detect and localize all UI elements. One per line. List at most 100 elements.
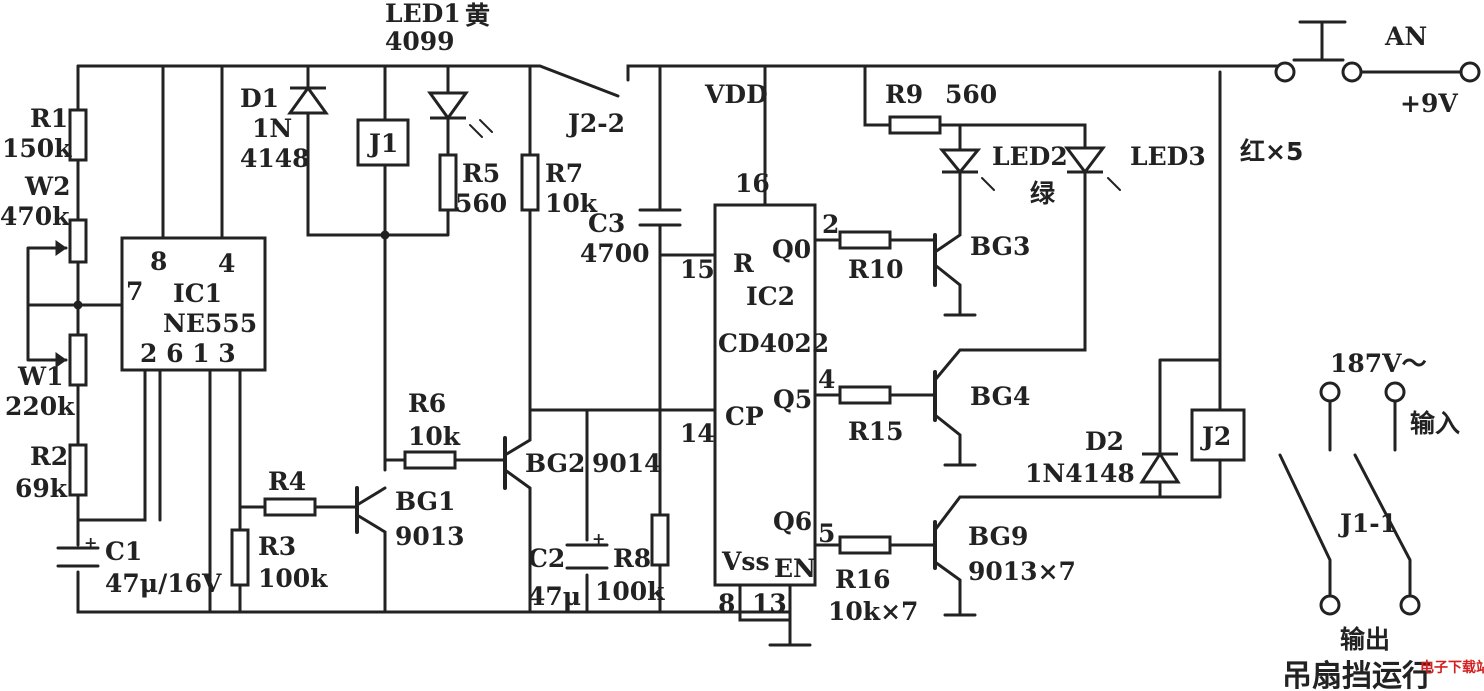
- resistor-r4: [263, 497, 317, 517]
- resistor-r6: [403, 450, 457, 470]
- label-bg1: BG1: [395, 487, 455, 516]
- label-pin-cp: CP: [725, 402, 764, 431]
- label-bg4: BG4: [970, 382, 1030, 411]
- label-ic1-part: NE555: [163, 309, 257, 338]
- label-led1-color: 黄: [465, 1, 490, 30]
- label-d1: D1: [240, 84, 279, 113]
- label-bg9: BG9: [968, 522, 1028, 551]
- resistor-r1: [68, 108, 88, 162]
- potentiometer-w2: [68, 218, 88, 264]
- label-pin2-ic2: 2: [822, 210, 839, 239]
- label-c3: C3: [588, 209, 625, 238]
- resistor-r9: [888, 115, 942, 135]
- led1: [427, 91, 469, 121]
- label-bg1-part: 9013: [395, 522, 465, 551]
- label-w2: W2: [24, 172, 70, 201]
- label-ic2: IC2: [746, 282, 795, 311]
- label-j1: J1: [367, 129, 398, 158]
- capacitor-c1: [56, 546, 100, 568]
- resistor-r3: [230, 528, 250, 587]
- label-q5: Q5: [773, 385, 812, 414]
- led3: [1064, 146, 1106, 175]
- label-pin-r: R: [733, 249, 754, 278]
- label-c3-val: 4700: [580, 239, 650, 268]
- diodes: [287, 85, 1181, 484]
- label-pin7-ic1: 7: [126, 277, 143, 306]
- label-r5: R5: [462, 159, 500, 188]
- label-r10: R10: [848, 255, 904, 284]
- relay-j1: [356, 118, 410, 167]
- label-r8: R8: [613, 544, 651, 573]
- label-w1: W1: [17, 362, 63, 391]
- label-c1: C1: [105, 537, 142, 566]
- label-bg2-part: 9014: [592, 449, 662, 478]
- label-led3: LED3: [1130, 142, 1206, 171]
- label-led2-color: 绿: [1030, 179, 1056, 208]
- label-d2: D2: [1085, 427, 1124, 456]
- label-ic1: IC1: [173, 279, 222, 308]
- label-r6: R6: [408, 389, 446, 418]
- label-r7: R7: [545, 159, 583, 188]
- relay-j2: [1190, 408, 1246, 462]
- label-vss: Vss: [721, 547, 770, 576]
- resistor-r2: [68, 443, 88, 497]
- label-an: AN: [1384, 22, 1427, 51]
- label-r9-val: 560: [945, 80, 997, 109]
- label-r2: R2: [30, 442, 68, 471]
- terminals: [73, 20, 1481, 616]
- label-led1-part: 4099: [385, 27, 455, 56]
- watermark-logo: 电子下载站: [1420, 659, 1484, 676]
- potentiometer-w1: [68, 333, 88, 387]
- label-pin15: 15: [680, 255, 715, 284]
- svg-text:+: +: [592, 529, 605, 548]
- resistor-r7: [520, 153, 540, 212]
- label-led1: LED1: [385, 0, 461, 28]
- label-r5-val: 560: [455, 189, 507, 218]
- diode-d2: [1139, 451, 1181, 484]
- label-bg9-part: 9013×7: [968, 557, 1076, 586]
- label-r1: R1: [30, 104, 68, 133]
- label-r15: R15: [848, 417, 904, 446]
- label-caption: 吊扇挡运行: [1282, 659, 1432, 691]
- label-c1-val: 47μ/16V: [105, 569, 222, 598]
- push-button-an: [1292, 20, 1347, 62]
- label-c2-val: 47μ: [528, 582, 581, 611]
- resistor-r8: [650, 513, 670, 567]
- wires: [26, 64, 1464, 647]
- label-pin16: 16: [735, 169, 770, 198]
- label-d1-b: 4148: [240, 144, 310, 173]
- label-q6: Q6: [773, 507, 812, 536]
- label-bg3: BG3: [970, 232, 1030, 261]
- label-input: 输入: [1410, 409, 1460, 438]
- label-red5: 红×5: [1240, 137, 1303, 166]
- label-r8-val: 100k: [595, 577, 665, 606]
- label-pin4-ic2: 4: [818, 365, 835, 394]
- label-d2-part: 1N4148: [1025, 459, 1135, 488]
- label-r7-val: 10k: [545, 189, 598, 218]
- capacitor-c2: [565, 543, 609, 570]
- label-en: EN: [774, 554, 816, 583]
- wiper-arrow-icon: [55, 240, 67, 368]
- svg-text:+: +: [84, 533, 97, 552]
- label-bg2: BG2: [525, 449, 585, 478]
- label-j2: J2: [1200, 422, 1231, 451]
- label-ic1-bottom-pins: 2 6 1 3: [140, 339, 236, 368]
- label-r2-val: 69k: [15, 474, 68, 503]
- resistor-r15: [838, 385, 892, 405]
- capacitors: + +: [56, 208, 682, 570]
- label-led2: LED2: [992, 142, 1068, 171]
- label-r9: R9: [885, 80, 923, 109]
- label-w1-val: 220k: [5, 392, 75, 421]
- ic2-cd4022: [713, 203, 817, 587]
- label-w2-val: 470k: [0, 202, 70, 231]
- label-j1-1: J1-1: [1338, 509, 1397, 538]
- label-ic2-part: CD4022: [718, 329, 829, 358]
- label-j2-2: J2-2: [566, 109, 625, 138]
- label-v187: 187V～: [1330, 349, 1427, 378]
- ic1-ne555: [120, 236, 267, 372]
- label-pin5-ic2: 5: [818, 519, 835, 548]
- resistor-r10: [838, 230, 892, 250]
- label-r3: R3: [258, 532, 296, 561]
